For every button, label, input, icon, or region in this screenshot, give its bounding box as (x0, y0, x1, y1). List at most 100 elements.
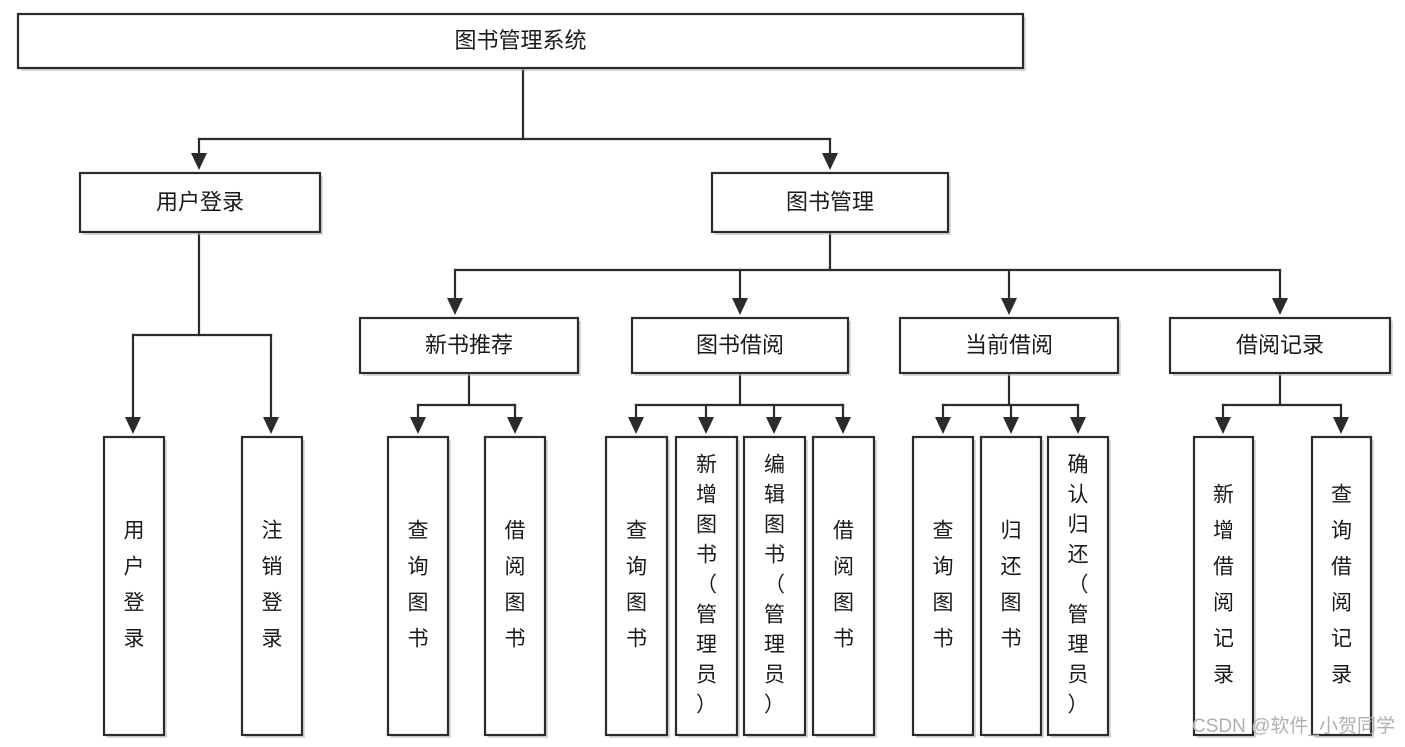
node-label-char: 记 (1213, 628, 1234, 651)
arrow-head-leaf-borrow-book-recommend (507, 417, 523, 434)
node-label-char: 辑 (764, 484, 785, 507)
node-label-char: 图 (933, 592, 954, 615)
node-label-char: 管 (1068, 604, 1089, 627)
node-label-root: 图书管理系统 (454, 28, 586, 53)
node-layer: 图书管理系统用户登录图书管理新书推荐图书借阅当前借阅借阅记录用户登录注销登录查询… (16, 12, 1393, 738)
node-label-char: 阅 (1331, 592, 1352, 615)
node-label-char: 增 (696, 484, 717, 507)
node-label-user-login: 用户登录 (156, 189, 244, 214)
node-label-char: 询 (626, 556, 647, 579)
arrow-head-borrow-record (1272, 298, 1288, 315)
node-label-char: 管 (696, 604, 717, 627)
node-label-char: 阅 (833, 556, 854, 579)
node-rect-leaf-query-book-recommend[interactable] (386, 435, 450, 737)
node-label-char: 注 (262, 520, 283, 543)
arrow-head-new-book-recommend (447, 298, 463, 315)
node-label-char: （ (696, 574, 717, 597)
arrow-head-user-login (191, 153, 207, 170)
node-rect-root[interactable] (16, 12, 1025, 70)
node-label-char: 归 (1001, 520, 1022, 543)
node-book-management[interactable]: 图书管理 (710, 171, 951, 235)
node-label-char: 归 (1068, 514, 1089, 537)
node-rect-book-borrow[interactable] (630, 316, 850, 375)
arrow-head-leaf-query-book-recommend (410, 417, 426, 434)
node-label-char: ） (1068, 694, 1089, 717)
node-new-book-recommend[interactable]: 新书推荐 (358, 316, 581, 376)
node-label-char: 书 (696, 544, 717, 567)
node-rect-leaf-add-borrow-record[interactable] (1192, 435, 1255, 737)
arrow-head-leaf-user-login (125, 417, 141, 434)
arrow-head-leaf-confirm-return (1070, 417, 1086, 434)
arrow-head-leaf-query-book-current (935, 417, 951, 434)
node-current-borrow[interactable]: 当前借阅 (898, 316, 1121, 376)
node-label-char: 登 (262, 592, 283, 615)
node-label-char: 编 (764, 454, 785, 477)
node-user-login[interactable]: 用户登录 (78, 171, 323, 235)
node-rect-leaf-user-login[interactable] (102, 435, 166, 737)
node-label-char: 书 (505, 628, 526, 651)
node-rect-leaf-borrow-book[interactable] (811, 435, 876, 737)
node-label-char: 销 (262, 556, 283, 579)
node-label-char: 借 (833, 520, 854, 543)
node-label-char: 查 (1331, 484, 1352, 507)
node-label-char: ） (764, 694, 785, 717)
node-leaf-user-login[interactable]: 用户登录 (102, 435, 167, 738)
node-rect-leaf-query-borrow-record[interactable] (1310, 435, 1373, 737)
node-label-char: 书 (933, 628, 954, 651)
node-rect-user-login[interactable] (78, 171, 322, 234)
node-label-char: 图 (764, 514, 785, 537)
node-label-char: 图 (696, 514, 717, 537)
node-rect-new-book-recommend[interactable] (358, 316, 580, 375)
node-label-char: 询 (408, 556, 429, 579)
node-book-borrow[interactable]: 图书借阅 (630, 316, 851, 376)
arrow-head-book-management (822, 153, 838, 170)
node-label-char: 书 (833, 628, 854, 651)
arrow-head-leaf-borrow-book (835, 417, 851, 434)
node-label-char: 查 (408, 520, 429, 543)
node-rect-current-borrow[interactable] (898, 316, 1120, 375)
node-label-char: 员 (764, 664, 785, 687)
arrow-head-leaf-return-book (1003, 417, 1019, 434)
node-label-char: 员 (696, 664, 717, 687)
node-label-char: 还 (1068, 544, 1089, 567)
node-label-current-borrow: 当前借阅 (965, 332, 1053, 357)
node-rect-leaf-query-book-borrow[interactable] (604, 435, 669, 737)
arrow-head-leaf-add-borrow-record (1215, 417, 1231, 434)
node-rect-leaf-logout[interactable] (240, 435, 304, 737)
node-label-char: 图 (626, 592, 647, 615)
node-rect-leaf-query-book-current[interactable] (911, 435, 975, 737)
node-rect-leaf-return-book[interactable] (979, 435, 1043, 737)
node-label-char: 理 (764, 634, 785, 657)
node-rect-book-management[interactable] (710, 171, 950, 234)
node-label-char: 图 (1001, 592, 1022, 615)
node-label-char: 阅 (1213, 592, 1234, 615)
node-label-char: 还 (1001, 556, 1022, 579)
csdn-watermark: CSDN @软件_小贺同学 (1192, 715, 1395, 737)
node-rect-leaf-borrow-book-recommend[interactable] (483, 435, 547, 737)
node-label-char: 新 (1213, 484, 1234, 507)
node-rect-leaf-confirm-return[interactable] (1046, 435, 1110, 737)
arrow-head-book-borrow (732, 298, 748, 315)
node-label-char: 认 (1068, 484, 1089, 507)
node-label-char: （ (764, 574, 785, 597)
node-rect-leaf-edit-book[interactable] (742, 435, 807, 737)
node-rect-leaf-add-book[interactable] (674, 435, 739, 737)
node-borrow-record[interactable]: 借阅记录 (1168, 316, 1393, 376)
node-label-char: 图 (408, 592, 429, 615)
node-rect-borrow-record[interactable] (1168, 316, 1392, 375)
node-root[interactable]: 图书管理系统 (16, 12, 1026, 71)
node-label-char: 登 (124, 592, 145, 615)
